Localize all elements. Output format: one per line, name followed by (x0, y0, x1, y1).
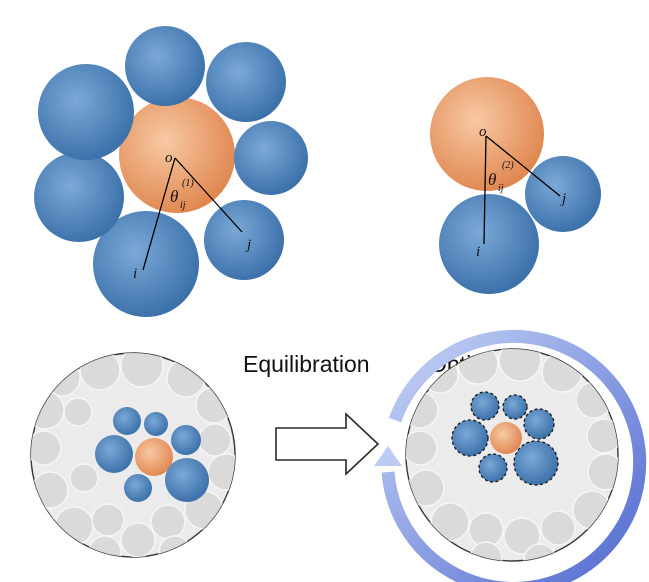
label-j-right: j (560, 191, 566, 207)
container-right (374, 330, 647, 582)
container-left (30, 352, 236, 558)
angle-label-right: θ ij (2) (488, 160, 514, 194)
blue-particle (523, 408, 555, 440)
label-i-right: i (476, 244, 480, 260)
optimization-cycle-arrow (381, 330, 647, 582)
label-o-left: o (165, 150, 173, 166)
blue-particle (93, 211, 199, 317)
blue-particle (478, 453, 508, 483)
blue-particle (171, 425, 201, 455)
orange-center-particle-left (119, 97, 235, 213)
blue-particle (204, 200, 284, 280)
angle-label-left: θ ij (1) (170, 178, 194, 211)
process-arrow (275, 412, 380, 476)
cluster-right: o i j θ ij (2) (430, 77, 601, 294)
bond-o-i-left (142, 157, 176, 271)
bond-o-j-left (174, 157, 243, 233)
blue-particle (144, 412, 168, 436)
blue-particle (525, 156, 601, 232)
blue-particle (95, 435, 133, 473)
blue-particle (125, 26, 205, 106)
blue-particle (513, 440, 559, 486)
equilibration-label: Equilibration (243, 351, 370, 377)
svg-text:ij: ij (180, 200, 186, 211)
svg-text:θ: θ (170, 187, 178, 206)
cluster-left: o i j θ ij (1) (34, 26, 308, 317)
blue-particle (124, 474, 152, 502)
orange-center-particle-right (430, 77, 544, 191)
particle-cluster-optimization (451, 391, 559, 486)
label-i-left: i (133, 266, 137, 282)
blue-particle (439, 194, 539, 294)
bond-o-j-right (485, 135, 561, 197)
blue-particle (34, 152, 124, 242)
svg-text:ij: ij (498, 183, 504, 194)
svg-text:(1): (1) (182, 178, 194, 189)
orange-center-particle (490, 422, 522, 454)
label-o-right: o (479, 124, 487, 140)
blue-particle (113, 407, 141, 435)
svg-text:(2): (2) (502, 160, 514, 171)
blue-particle (38, 64, 134, 160)
svg-text:θ: θ (488, 170, 496, 189)
blue-particle (470, 391, 500, 421)
orange-center-particle (135, 438, 173, 476)
particle-cluster-equilibration (95, 407, 209, 502)
blue-particle (234, 121, 308, 195)
blue-particle (165, 458, 209, 502)
bond-o-i-right (483, 135, 487, 245)
blue-particle (451, 419, 489, 457)
label-j-left: j (245, 237, 251, 253)
blue-particle (206, 42, 286, 122)
blue-particle (502, 394, 528, 420)
cycle-arrowhead (374, 446, 402, 466)
